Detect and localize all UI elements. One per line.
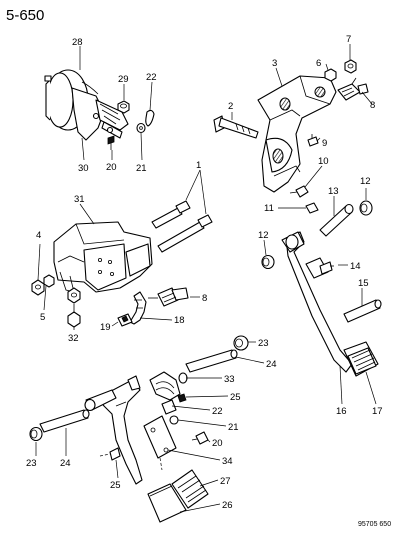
brake-pedal-arm [281,231,353,373]
brake-pedal-pad-17 [343,341,379,377]
callout-23-lower: 23 [26,458,37,469]
nut-29 [117,100,130,114]
callout-20-lower: 20 [212,438,223,449]
shaft-24-upper [185,349,238,373]
clutch-pedal-pad-26 [147,483,187,523]
clip-22-upper [145,109,155,127]
pin-20-upper [107,135,115,150]
nut-4 [31,279,45,296]
callout-20: 20 [106,162,117,173]
callout-16: 16 [336,406,347,417]
callout-34: 34 [222,456,233,467]
figure-code: 95705 650 [358,521,391,528]
bolt-14 [319,261,334,275]
bolt-9 [307,134,319,147]
nut-6 [324,68,337,82]
callout-28: 28 [72,37,83,48]
callout-8-lower: 8 [202,293,207,304]
bushing-12-right [359,200,373,216]
callout-11: 11 [264,203,274,214]
bushing-23-lower [29,426,43,442]
clutch-pedal-bracket [53,221,153,293]
nut-7 [344,59,357,74]
washer-21-lower [169,415,179,425]
callout-24-lower: 24 [60,458,71,469]
callout-25-lower: 25 [110,480,121,491]
callout-13: 13 [328,186,339,197]
callout-22-lower: 22 [212,406,223,417]
page-number: 5-650 [6,7,44,24]
clip-11 [305,202,319,214]
callout-33: 33 [224,374,235,385]
clutch-pedal-pad-27 [171,469,209,509]
callout-18: 18 [174,315,185,326]
pin-20-lower [191,431,209,445]
callout-7: 7 [346,34,351,45]
callout-6: 6 [316,58,321,69]
callout-5: 5 [40,312,45,323]
link-34 [143,415,177,471]
callout-12-left: 12 [258,230,269,241]
clutch-pedal-arm [84,375,143,485]
callout-25: 25 [230,392,241,403]
callout-29: 29 [118,74,129,85]
callout-19: 19 [100,322,111,333]
bolt-2 [213,115,259,139]
callout-8: 8 [370,100,375,111]
pedal-support-bracket [257,75,337,193]
callout-9: 9 [322,138,327,149]
callout-21: 21 [136,163,147,174]
callout-21-lower: 21 [228,422,239,433]
stop-lamp-switch-8-upper [337,77,369,101]
clutch-switch-8 [148,287,189,307]
callout-1: 1 [196,160,201,171]
callout-23: 23 [258,338,269,349]
callout-15: 15 [358,278,369,289]
callout-12: 12 [360,176,371,187]
bushing-12-left [261,254,275,270]
brake-booster [44,69,129,141]
nut-washer [67,287,81,304]
pin-25-upper [177,393,187,403]
spring-pin-15 [343,299,382,323]
callout-17: 17 [372,406,383,417]
bolts-1 [151,200,213,253]
hose-18 [129,291,147,325]
bolt-32 [67,304,81,328]
washer-21-upper [136,122,146,134]
callout-26: 26 [222,500,233,511]
callout-10: 10 [318,156,329,167]
callout-22: 22 [146,72,157,83]
shaft-24-lower [39,409,90,433]
callout-14: 14 [350,261,361,272]
clip-22-lower [161,399,177,415]
callout-2: 2 [228,101,233,112]
callout-27: 27 [220,476,231,487]
bushing-23-upper [233,335,249,351]
callout-30: 30 [78,163,89,174]
pin-25-lower [99,447,121,461]
bolt-10 [289,185,309,198]
fitting-19 [117,313,133,327]
nut-5 [43,274,55,288]
callout-31: 31 [74,194,85,205]
callout-3: 3 [272,58,277,69]
callout-24: 24 [266,359,277,370]
sleeve-13 [319,203,354,237]
callout-32: 32 [68,333,79,344]
spring-33 [149,371,188,401]
callout-4: 4 [36,230,41,241]
